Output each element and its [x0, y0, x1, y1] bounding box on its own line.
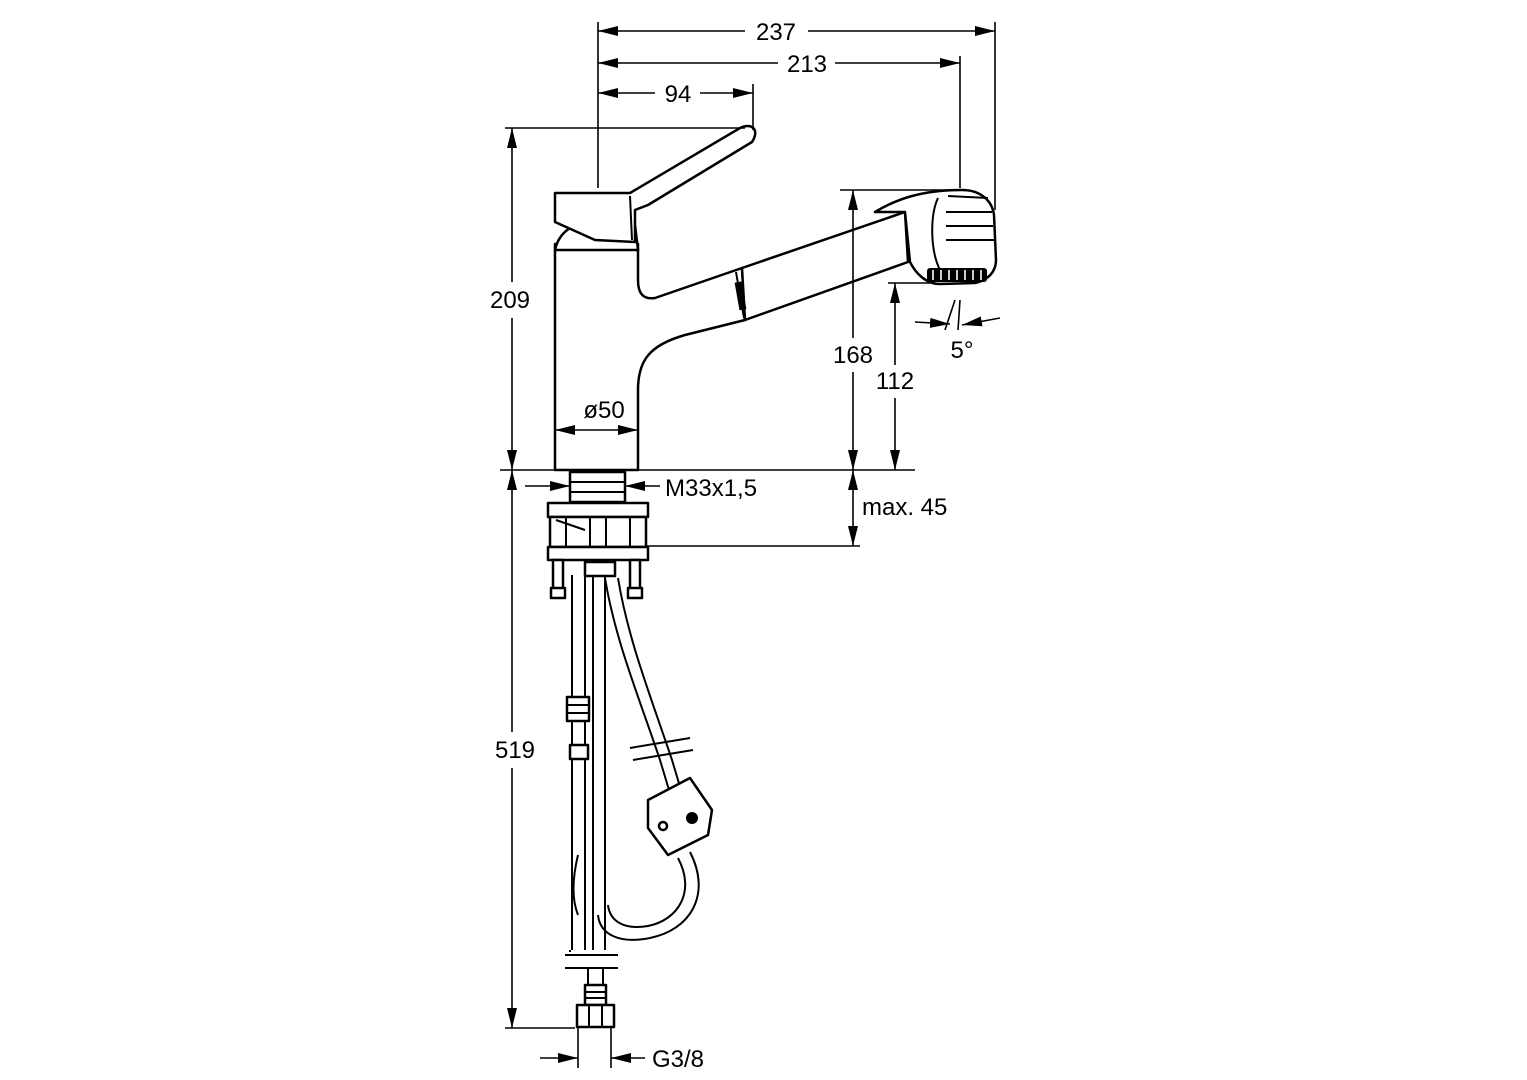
hose-loop-outer	[597, 851, 700, 941]
connector-nut	[575, 1003, 616, 1029]
dim-aerator-height: 112	[876, 283, 914, 470]
pullout-hose-outer	[604, 577, 673, 801]
dim-spout-reach: 213	[598, 51, 960, 78]
label-overall-width: 237	[756, 19, 796, 46]
dim-height-to-lever: 209	[490, 128, 530, 470]
stud-right	[628, 558, 642, 592]
spray-head	[873, 188, 998, 286]
body-column	[553, 242, 747, 472]
pipe-fitting-lower	[568, 743, 590, 761]
lever-handle	[553, 124, 757, 244]
lock-plate	[546, 545, 650, 562]
dim-body-diameter: ø50	[555, 397, 638, 435]
dim-hose-length: 519	[495, 470, 535, 1028]
dim-connection-thread: G3/8	[540, 1046, 704, 1073]
dim-max-deck-thickness: max. 45	[848, 470, 947, 546]
dim-spout-outlet-height: 168	[833, 190, 873, 470]
dim-thread-size: M33x1,5	[525, 475, 757, 502]
label-lever-offset: 94	[665, 81, 692, 108]
hose-break-marks	[629, 737, 694, 761]
dim-spray-angle: 5°	[914, 316, 1001, 364]
pullout-hose-inner	[617, 577, 685, 801]
center-nut	[583, 560, 617, 578]
connector-ferrule	[583, 983, 608, 1007]
label-spray-angle: 5°	[951, 337, 974, 364]
lever-line	[629, 195, 633, 241]
label-aerator-height: 112	[876, 368, 914, 395]
mounting-hardware	[546, 470, 650, 600]
pipe-fitting-upper	[565, 695, 591, 723]
spout-joint-mark	[734, 281, 747, 311]
hose-counterweight	[646, 776, 714, 857]
spout-arm	[740, 210, 910, 322]
label-max-deck-thickness: max. 45	[862, 494, 947, 521]
label-thread-size: M33x1,5	[665, 475, 757, 502]
label-spout-reach: 213	[787, 51, 827, 78]
hose-loop-inner	[607, 857, 687, 928]
spray-head-line	[931, 197, 941, 271]
nut-left	[549, 586, 567, 600]
label-connection-thread: G3/8	[652, 1046, 704, 1073]
thread-shank	[568, 470, 627, 504]
washer	[546, 501, 650, 519]
label-spout-outlet-height: 168	[833, 342, 873, 369]
weight-screw	[657, 820, 669, 832]
supply-hoses	[565, 575, 714, 1029]
dim-lever-offset: 94	[598, 81, 753, 108]
connector-pipe	[587, 968, 604, 985]
weight-bolt	[686, 812, 698, 824]
spray-head-line-2	[946, 195, 994, 241]
stud-left	[551, 558, 565, 592]
pipe-break-marks	[565, 950, 618, 969]
label-hose-length: 519	[495, 737, 535, 764]
dim-overall-width: 237	[598, 19, 995, 46]
label-height-to-lever: 209	[490, 287, 530, 314]
hose-loop-left	[572, 854, 579, 916]
nut-right	[626, 586, 644, 600]
faucet-body	[553, 124, 998, 472]
mounting-bracket	[548, 515, 648, 549]
label-body-diameter: ø50	[583, 397, 624, 424]
aerator-grid	[932, 270, 982, 280]
